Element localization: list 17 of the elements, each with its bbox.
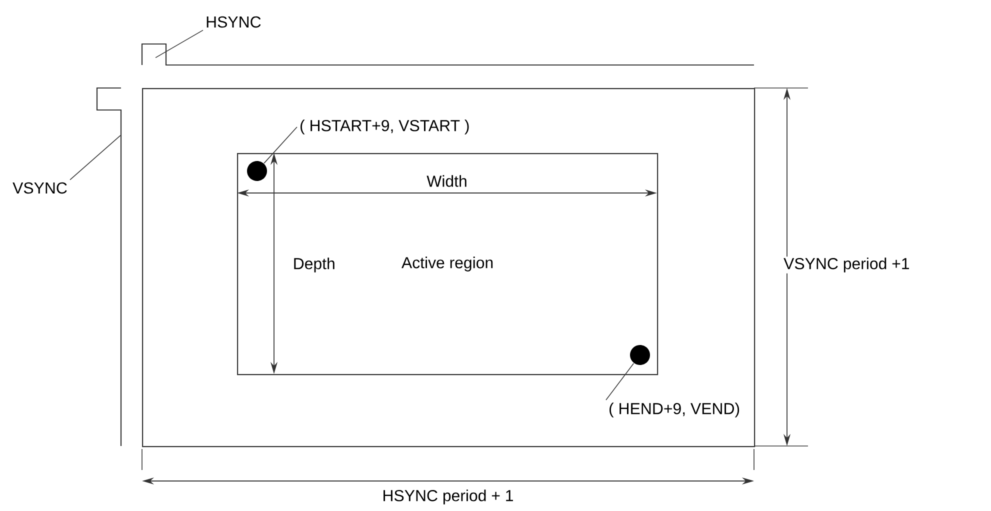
dot — [630, 345, 650, 365]
dimension-label: Depth — [294, 258, 334, 272]
waveform — [96, 87, 122, 446]
dimension-label: HSYNC period + 1 — [384, 490, 513, 504]
leader-line — [264, 126, 298, 164]
signal-label: VSYNC — [12, 182, 67, 194]
outer-frame — [142, 88, 756, 448]
coordinate-label: ( HEND+9, VEND) — [610, 402, 740, 418]
leader-line — [70, 135, 121, 180]
leader-line — [606, 363, 634, 400]
signal-label: HSYNC — [206, 16, 261, 28]
leader-line — [155, 30, 204, 58]
dot — [247, 161, 267, 181]
waveform — [141, 43, 754, 66]
dimension-label: VSYNC period +1 — [782, 256, 911, 274]
coordinate-label: ( HSTART+9, VSTART ) — [300, 120, 469, 134]
dimension-label: Width — [426, 174, 468, 188]
